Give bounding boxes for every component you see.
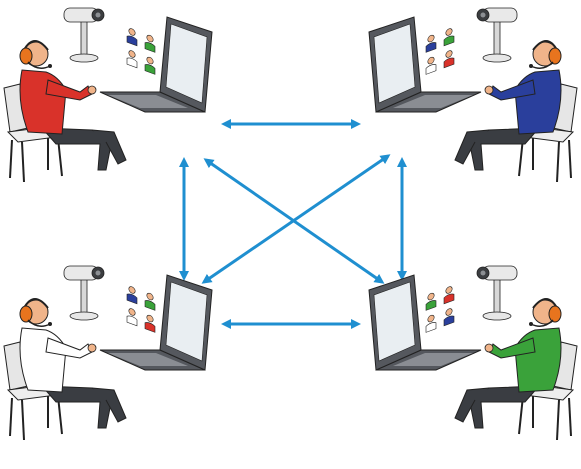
webcam-icon — [63, 265, 105, 321]
webcam-icon — [476, 7, 518, 63]
video-grid — [425, 284, 455, 333]
participant-bottom-right — [368, 265, 578, 441]
laptop-icon — [99, 16, 213, 113]
arrow-diagonal-tr-bl — [201, 154, 391, 284]
video-grid — [126, 284, 156, 333]
laptop-icon — [368, 274, 482, 371]
laptop-icon — [99, 274, 213, 371]
webcam-icon — [63, 7, 105, 63]
participant-bottom-left — [3, 265, 213, 441]
connection-arrows — [179, 119, 407, 329]
laptop-icon — [368, 16, 482, 113]
participant-top-right — [368, 7, 578, 183]
participant-top-left — [3, 7, 213, 183]
video-grid — [425, 26, 455, 75]
webcam-icon — [476, 265, 518, 321]
video-grid — [126, 26, 156, 75]
